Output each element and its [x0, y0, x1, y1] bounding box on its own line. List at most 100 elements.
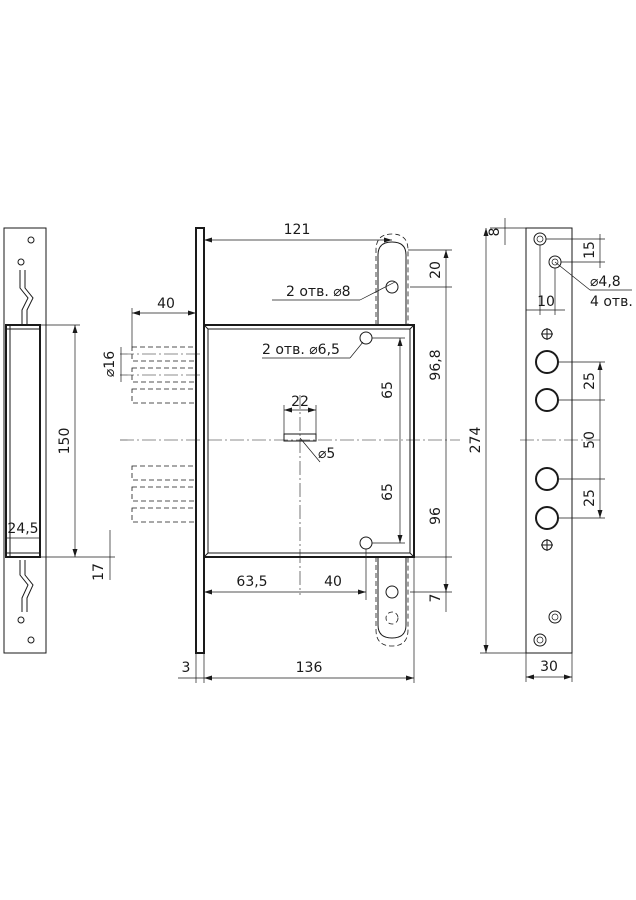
dim-label-121: 121 [284, 222, 311, 238]
lug-hole-hidden [385, 611, 399, 625]
arrowhead [72, 549, 78, 557]
case-mount-hole-upper [359, 331, 373, 345]
strike-plate-outline [3, 227, 47, 654]
lower-mounting-lug [377, 557, 407, 639]
strike-screw-hole [27, 636, 35, 644]
bolt [131, 486, 197, 502]
strike-screw-hole [17, 258, 25, 266]
dim-label-50: 50 [582, 431, 598, 449]
arrowhead [443, 250, 449, 258]
dim-label-2otv-8: 2 отв. ⌀8 [286, 284, 351, 300]
dim-leader-6-5 [349, 341, 364, 359]
case-chamfer [203, 552, 209, 558]
dim-label-25-upper: 25 [582, 372, 598, 390]
dim-label-96-8: 96,8 [428, 349, 444, 380]
arrowhead [597, 510, 603, 518]
arrowhead [483, 228, 489, 236]
screw-hole-inner [536, 235, 544, 243]
dim-label-25-lower: 25 [582, 489, 598, 507]
strike-screw-hole [27, 236, 35, 244]
arrowhead [406, 675, 414, 681]
arrowhead [397, 535, 403, 543]
dim-label-3: 3 [182, 660, 191, 676]
arrowhead [597, 362, 603, 370]
arrowhead [397, 338, 403, 346]
lock-case-inner [207, 328, 411, 554]
lock-case-outer [203, 324, 415, 558]
bolt-hole [535, 506, 559, 530]
dim-label-20: 20 [428, 261, 444, 279]
screw-hole [533, 232, 547, 246]
dim-label-16: ⌀16 [102, 351, 118, 377]
faceplate-front-view: 8 274 15 ⌀4,8 4 отв. 10 25 50 25 [468, 218, 633, 682]
dim-label-7: 7 [428, 594, 444, 603]
dim-label-22: 22 [291, 394, 309, 410]
arrowhead [564, 674, 572, 680]
arrowhead [384, 237, 392, 243]
strike-screw-hole [17, 616, 25, 624]
case-chamfer [409, 324, 415, 330]
screw-hole [548, 610, 562, 624]
screw-hole-inner [551, 258, 559, 266]
strike-bent-tab [19, 270, 34, 325]
arrowhead [204, 675, 212, 681]
dim-label-65-upper: 65 [380, 381, 396, 399]
faceplate-front-outline [525, 227, 573, 654]
lug-hole-upper [385, 280, 399, 294]
arrowhead [358, 589, 366, 595]
dim-label-136: 136 [296, 660, 323, 676]
screw-hole-inner [551, 613, 559, 621]
lug-hole-lower [385, 585, 399, 599]
bolt-hole [535, 467, 559, 491]
bolt [131, 388, 197, 404]
dim-leader-8 [359, 281, 396, 301]
spindle-hole [283, 433, 317, 442]
arrowhead [204, 237, 212, 243]
arrowhead [132, 310, 140, 316]
dim-label-65-lower: 65 [380, 483, 396, 501]
case-mount-hole-lower [359, 536, 373, 550]
dim-label-5: ⌀5 [318, 446, 335, 462]
dim-leader-4-8 [554, 261, 591, 291]
bolt [131, 465, 197, 481]
dim-leader-5 [299, 437, 321, 463]
dim-label-40-bottom: 40 [324, 574, 342, 590]
dim-label-4otv: 4 отв. [590, 294, 633, 310]
screw-hole [533, 633, 547, 647]
arrowhead [483, 645, 489, 653]
lock-body-view: ⌀5 22 121 2 отв. ⌀8 2 отв. ⌀6,5 40 ⌀16 6… [102, 222, 460, 683]
strike-plate-view: 150 24,5 17 [3, 227, 115, 654]
arrowhead [526, 674, 534, 680]
dim-label-4-8: ⌀4,8 [590, 274, 621, 290]
arrowhead [204, 589, 212, 595]
bolt-hole [535, 388, 559, 412]
arrowhead [188, 310, 196, 316]
dim-label-17: 17 [91, 563, 107, 581]
strike-bent-tab [19, 560, 34, 612]
upper-mounting-lug [377, 241, 407, 325]
dim-label-24-5: 24,5 [7, 521, 38, 537]
strike-pocket [5, 324, 41, 558]
bolt [131, 507, 197, 523]
dim-label-30: 30 [540, 659, 558, 675]
dim-label-2otv-6-5: 2 отв. ⌀6,5 [262, 342, 340, 358]
dim-label-63-5: 63,5 [236, 574, 267, 590]
lower-lug-hidden [375, 557, 409, 647]
bolt-hole [535, 350, 559, 374]
arrowhead [284, 407, 292, 413]
dimension-arrowheads [72, 228, 603, 681]
dim-label-40-top: 40 [157, 296, 175, 312]
dim-label-274: 274 [468, 427, 484, 454]
arrowhead [308, 407, 316, 413]
case-chamfer [203, 324, 209, 330]
dim-label-150: 150 [57, 428, 73, 455]
dim-label-15: 15 [582, 241, 598, 259]
dim-label-10: 10 [537, 294, 555, 310]
upper-lug-hidden [375, 233, 409, 325]
arrowhead [72, 325, 78, 333]
arrowhead [443, 584, 449, 592]
case-chamfer [409, 552, 415, 558]
screw-hole-inner [536, 636, 544, 644]
faceplate [195, 227, 205, 654]
